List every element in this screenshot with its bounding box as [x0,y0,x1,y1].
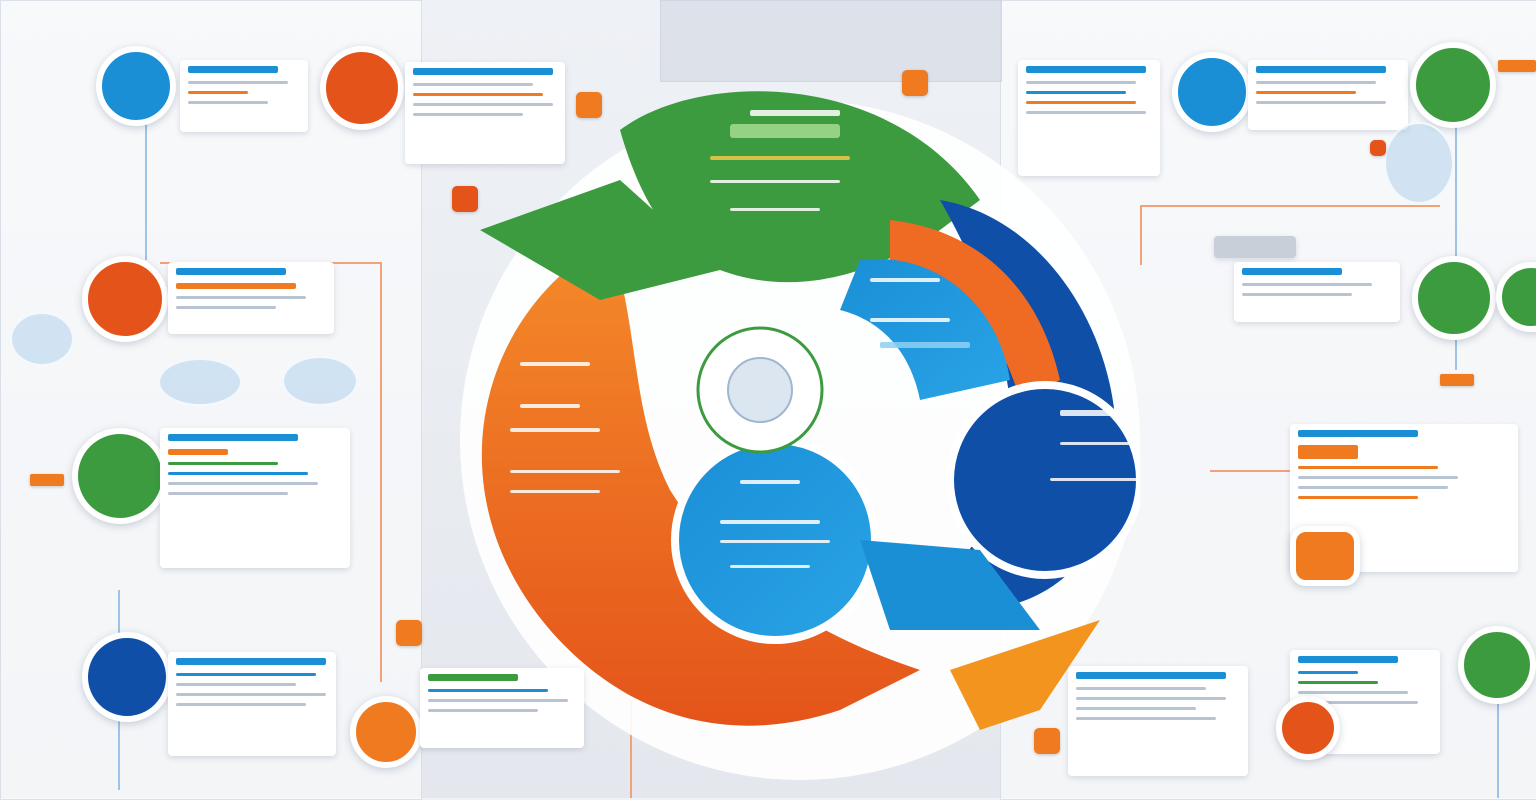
node-circle-orange [1276,696,1340,760]
cycle-hub-icon [727,357,793,423]
node-circle-orange [350,696,422,768]
orange-square [1498,60,1536,72]
node-circle-green [1410,42,1496,128]
orange-square [902,70,928,96]
connector-line [1140,205,1440,207]
info-card [160,428,350,568]
orange-tag [30,474,64,486]
node-circle-orange [82,256,168,342]
info-card [1248,60,1408,130]
connector-line [1210,470,1290,472]
orange-square [1440,374,1474,386]
blue-dark-disc [946,381,1140,579]
node-circle-blue [96,46,176,126]
node-circle-orange [1290,526,1360,586]
connector-line [1455,120,1457,370]
info-card [1018,60,1160,176]
info-card [168,652,336,756]
orange-square [1034,728,1060,754]
background-panel [660,0,1002,82]
connector-line [630,700,632,798]
orange-square [452,186,478,212]
node-circle-green [72,428,168,524]
node-circle-blue [1172,52,1252,132]
info-card [405,62,565,164]
segment-text-lines [510,110,1140,568]
orange-square [576,92,602,118]
orange-arrow [950,620,1100,730]
ghost-bubble [10,312,74,366]
connector-line [1140,205,1142,265]
blue-light-segment [840,258,1010,400]
info-card [1290,424,1518,572]
info-card [1234,262,1400,322]
node-circle-green [1412,256,1496,340]
info-card [1290,650,1440,754]
orange-square [396,620,422,646]
green-leaf [480,180,720,300]
orange-square [1370,140,1386,156]
info-card [168,262,334,334]
connector-line [145,120,147,260]
info-card [1068,666,1248,776]
node-circle-green [1458,626,1536,704]
cycle-diagram [460,91,1140,780]
info-card [420,668,584,748]
node-circle-orange [320,46,404,130]
info-card [180,60,308,132]
info-card-gray [1214,236,1296,258]
connector-line [380,262,382,682]
ghost-bubble [282,356,358,406]
node-circle-blue-dark [82,632,172,722]
ghost-bubble [1384,122,1454,204]
ghost-bubble [158,358,242,406]
orange-segment [481,240,920,726]
connector-line [1497,690,1499,798]
blue-arrow [860,540,1040,630]
